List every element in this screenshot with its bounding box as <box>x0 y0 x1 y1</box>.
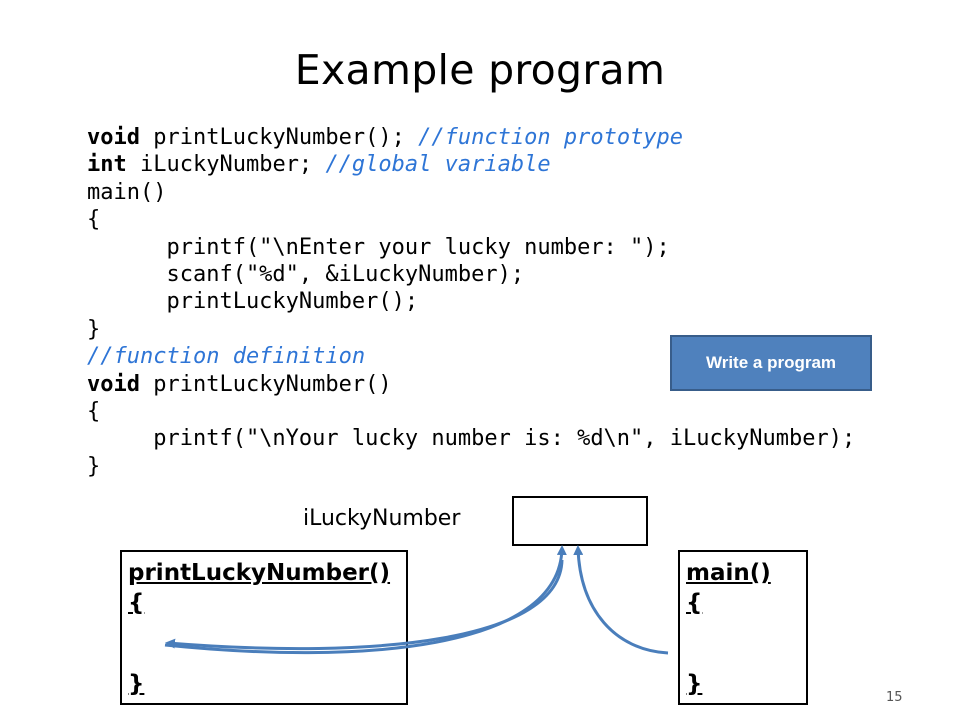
open-brace: { <box>128 590 145 616</box>
code-line-10: void printLuckyNumber() <box>87 371 855 398</box>
code-keyword: void <box>87 371 140 397</box>
code-keyword: int <box>87 152 127 178</box>
page-number: 15 <box>886 690 903 705</box>
code-line-8: } <box>87 316 101 342</box>
code-comment: //global variable <box>325 152 551 178</box>
slide-title: Example program <box>294 46 666 94</box>
close-brace: } <box>686 671 703 697</box>
code-line-7: printLuckyNumber(); <box>87 289 419 315</box>
function-box-main: main() { } <box>678 550 808 705</box>
code-line-3: main() <box>87 179 167 205</box>
code-text: printLuckyNumber() <box>139 371 392 397</box>
function-name: main() <box>686 560 771 586</box>
code-text: printLuckyNumber(); <box>139 125 419 150</box>
code-line-5: printf("\nEnter your lucky number: "); <box>87 234 670 260</box>
code-keyword: void <box>87 125 140 150</box>
close-brace: } <box>128 671 145 697</box>
code-line-13: } <box>87 453 101 479</box>
code-line-9-comment: //function definition <box>87 344 366 370</box>
write-program-button[interactable]: Write a program <box>670 335 872 391</box>
code-line-11: { <box>87 398 101 424</box>
arrow-main-to-variable <box>573 545 669 655</box>
code-line-1: void printLuckyNumber(); //function prot… <box>87 124 855 151</box>
open-brace: { <box>686 590 703 616</box>
variable-memory-box <box>512 496 648 546</box>
code-line-6: scanf("%d", &iLuckyNumber); <box>87 261 525 287</box>
code-comment: //function prototype <box>418 125 684 150</box>
code-line-12: printf("\nYour lucky number is: %d\n", i… <box>87 426 856 452</box>
variable-label: iLuckyNumber <box>303 506 461 531</box>
code-block: void printLuckyNumber(); //function prot… <box>87 124 855 480</box>
code-line-4: { <box>87 207 101 233</box>
function-name: printLuckyNumber() <box>128 560 391 586</box>
code-text: iLuckyNumber; <box>126 152 326 178</box>
function-box-printluckynumber: printLuckyNumber() { } <box>120 550 408 705</box>
code-line-2: int iLuckyNumber; //global variable <box>87 151 855 178</box>
